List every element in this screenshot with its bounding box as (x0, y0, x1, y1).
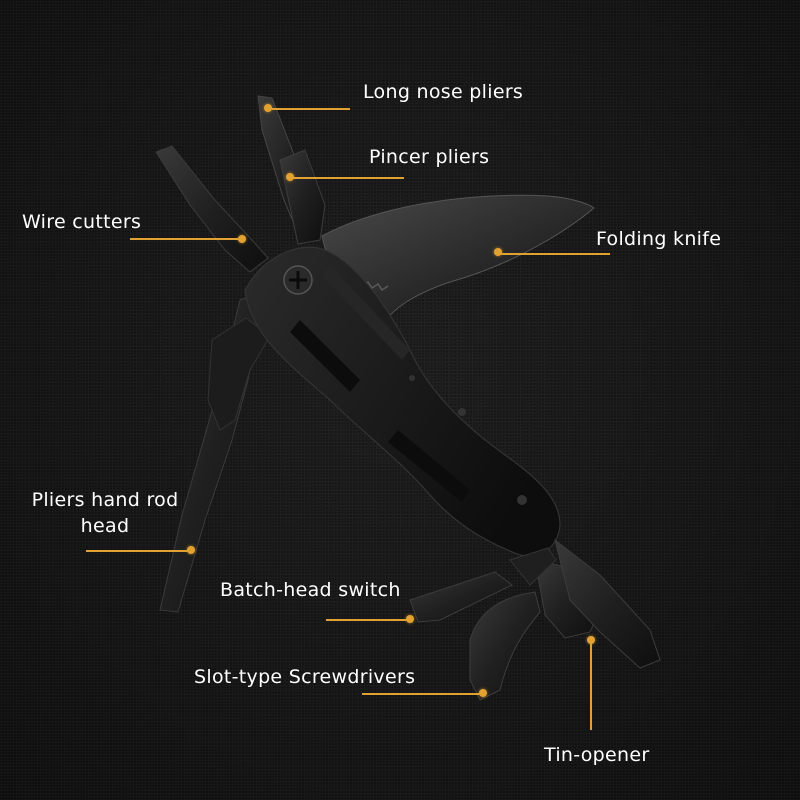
pliers-hand-rod-head-label-line1: Pliers hand rod (31, 489, 179, 511)
slot-type-screwdrivers-label: Slot-type Screwdrivers (194, 666, 416, 688)
pincer-pliers-label: Pincer pliers (369, 146, 490, 168)
wire-cutters-marker (238, 235, 246, 243)
handle-groove (388, 430, 470, 502)
long-nose-pliers-label: Long nose pliers (363, 81, 524, 103)
folding-knife-label: Folding knife (596, 228, 722, 250)
pliers-hand-rod-head-marker (187, 546, 195, 554)
pincer-pliers-leader (292, 177, 404, 179)
wire-cutters-jaw (155, 145, 269, 273)
long-nose-pliers-leader (270, 108, 350, 110)
batch-head-switch-label: Batch-head switch (220, 579, 401, 601)
pliers-hand-rod-head-leader (86, 550, 190, 552)
folding-knife-leader (500, 253, 610, 255)
tin-opener-tool (554, 538, 661, 669)
pliers-hand-rod-head-label: Pliers hand rod head (30, 488, 180, 539)
handle-rivet (517, 495, 527, 505)
slot-screwdriver-tool (469, 591, 541, 701)
pivot-screw-slot (289, 271, 307, 289)
handle-groove (322, 265, 410, 360)
multitool-handle (244, 246, 561, 557)
tin-opener-marker (587, 636, 595, 644)
long-nose-pliers-marker (264, 104, 272, 112)
slot-type-screwdrivers-leader (362, 693, 482, 695)
batch-head-switch-leader (326, 619, 410, 621)
pliers-hand-rod-head-label-line2: head (80, 514, 130, 537)
slot-type-screwdrivers-marker (479, 689, 487, 697)
pliers-inner-arm (207, 317, 271, 431)
tin-opener-leader (590, 642, 592, 730)
pincer-pliers-marker (286, 173, 294, 181)
handle-rivet (409, 375, 415, 381)
handle-groove (290, 320, 360, 392)
folding-knife-marker (494, 248, 502, 256)
batch-head-switch-marker (406, 615, 414, 623)
handle-rivet (458, 408, 466, 416)
wire-cutters-label: Wire cutters (22, 211, 142, 233)
wire-cutters-leader (130, 238, 242, 240)
batch-head-switch-tool (409, 571, 513, 623)
file-tool (509, 547, 557, 586)
tin-opener-label: Tin-opener (544, 744, 650, 766)
folding-knife-blade (321, 194, 595, 323)
